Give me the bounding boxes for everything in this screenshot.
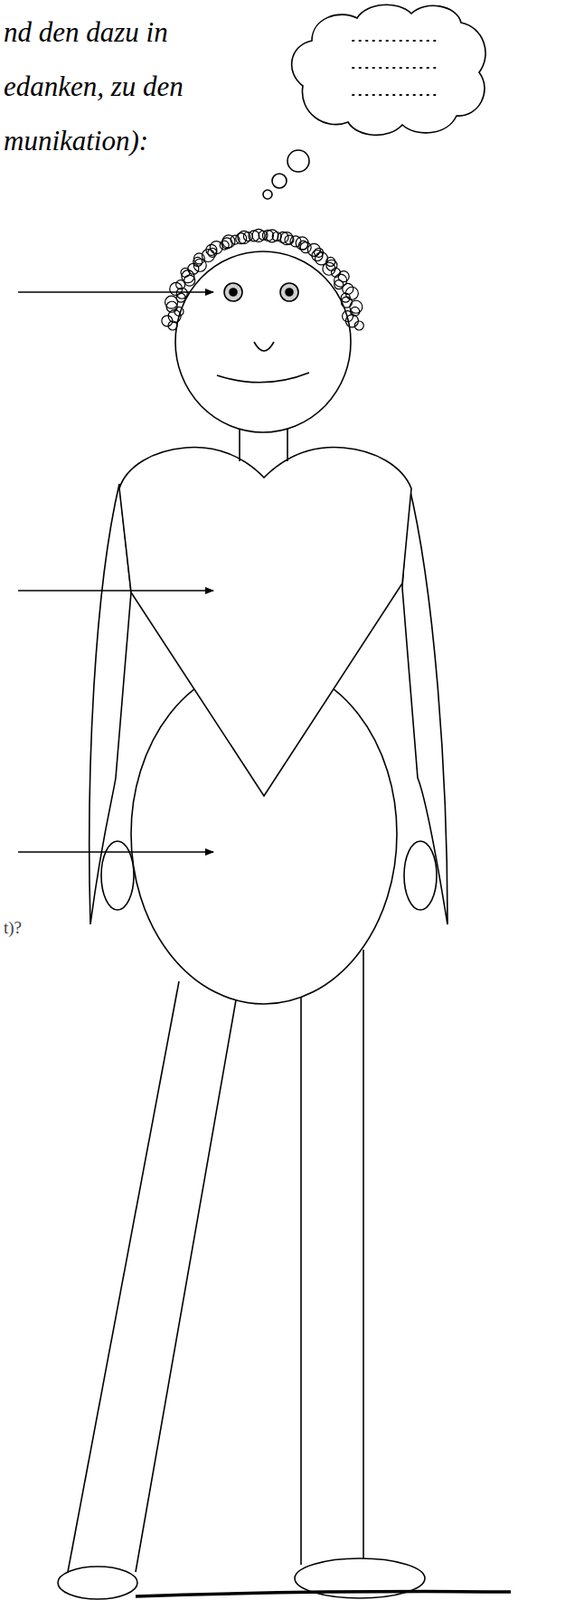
foot <box>57 1565 138 1599</box>
thought-dot <box>287 150 310 172</box>
pointer-arrow <box>18 589 214 592</box>
hair-curl <box>174 306 184 316</box>
hair-curl <box>354 320 364 330</box>
hair-curl <box>345 314 358 328</box>
hair-curl <box>340 296 352 308</box>
question-text: t)? <box>3 917 22 938</box>
pointer-arrow <box>18 291 214 293</box>
writing-line <box>352 40 439 95</box>
thought-dot <box>263 189 273 199</box>
hair-curl <box>300 242 311 254</box>
hand <box>404 840 437 910</box>
hair-curl <box>180 267 190 277</box>
curly-hair <box>161 228 364 330</box>
hair-curl <box>311 249 323 261</box>
eye <box>280 282 299 302</box>
hair-curl <box>222 235 236 248</box>
arm <box>402 483 448 924</box>
leg <box>67 949 364 1572</box>
mouth <box>254 341 274 351</box>
instruction-text: nd den dazu in <box>3 16 169 49</box>
ground-line <box>135 1591 511 1596</box>
heart-torso <box>119 447 412 796</box>
pupil <box>229 288 237 296</box>
instruction-text: edanken, zu den <box>3 70 184 104</box>
neck <box>238 426 241 462</box>
pupil <box>285 288 293 296</box>
thought-dot <box>272 173 287 189</box>
eye <box>224 282 243 302</box>
pointer-arrow <box>18 850 214 853</box>
hair-curl <box>334 280 344 290</box>
hair-curl <box>165 295 179 309</box>
chin <box>216 372 310 383</box>
neck <box>286 426 289 462</box>
head <box>175 251 351 433</box>
thought-cloud <box>292 4 486 135</box>
instruction-text: munikation): <box>3 124 149 158</box>
